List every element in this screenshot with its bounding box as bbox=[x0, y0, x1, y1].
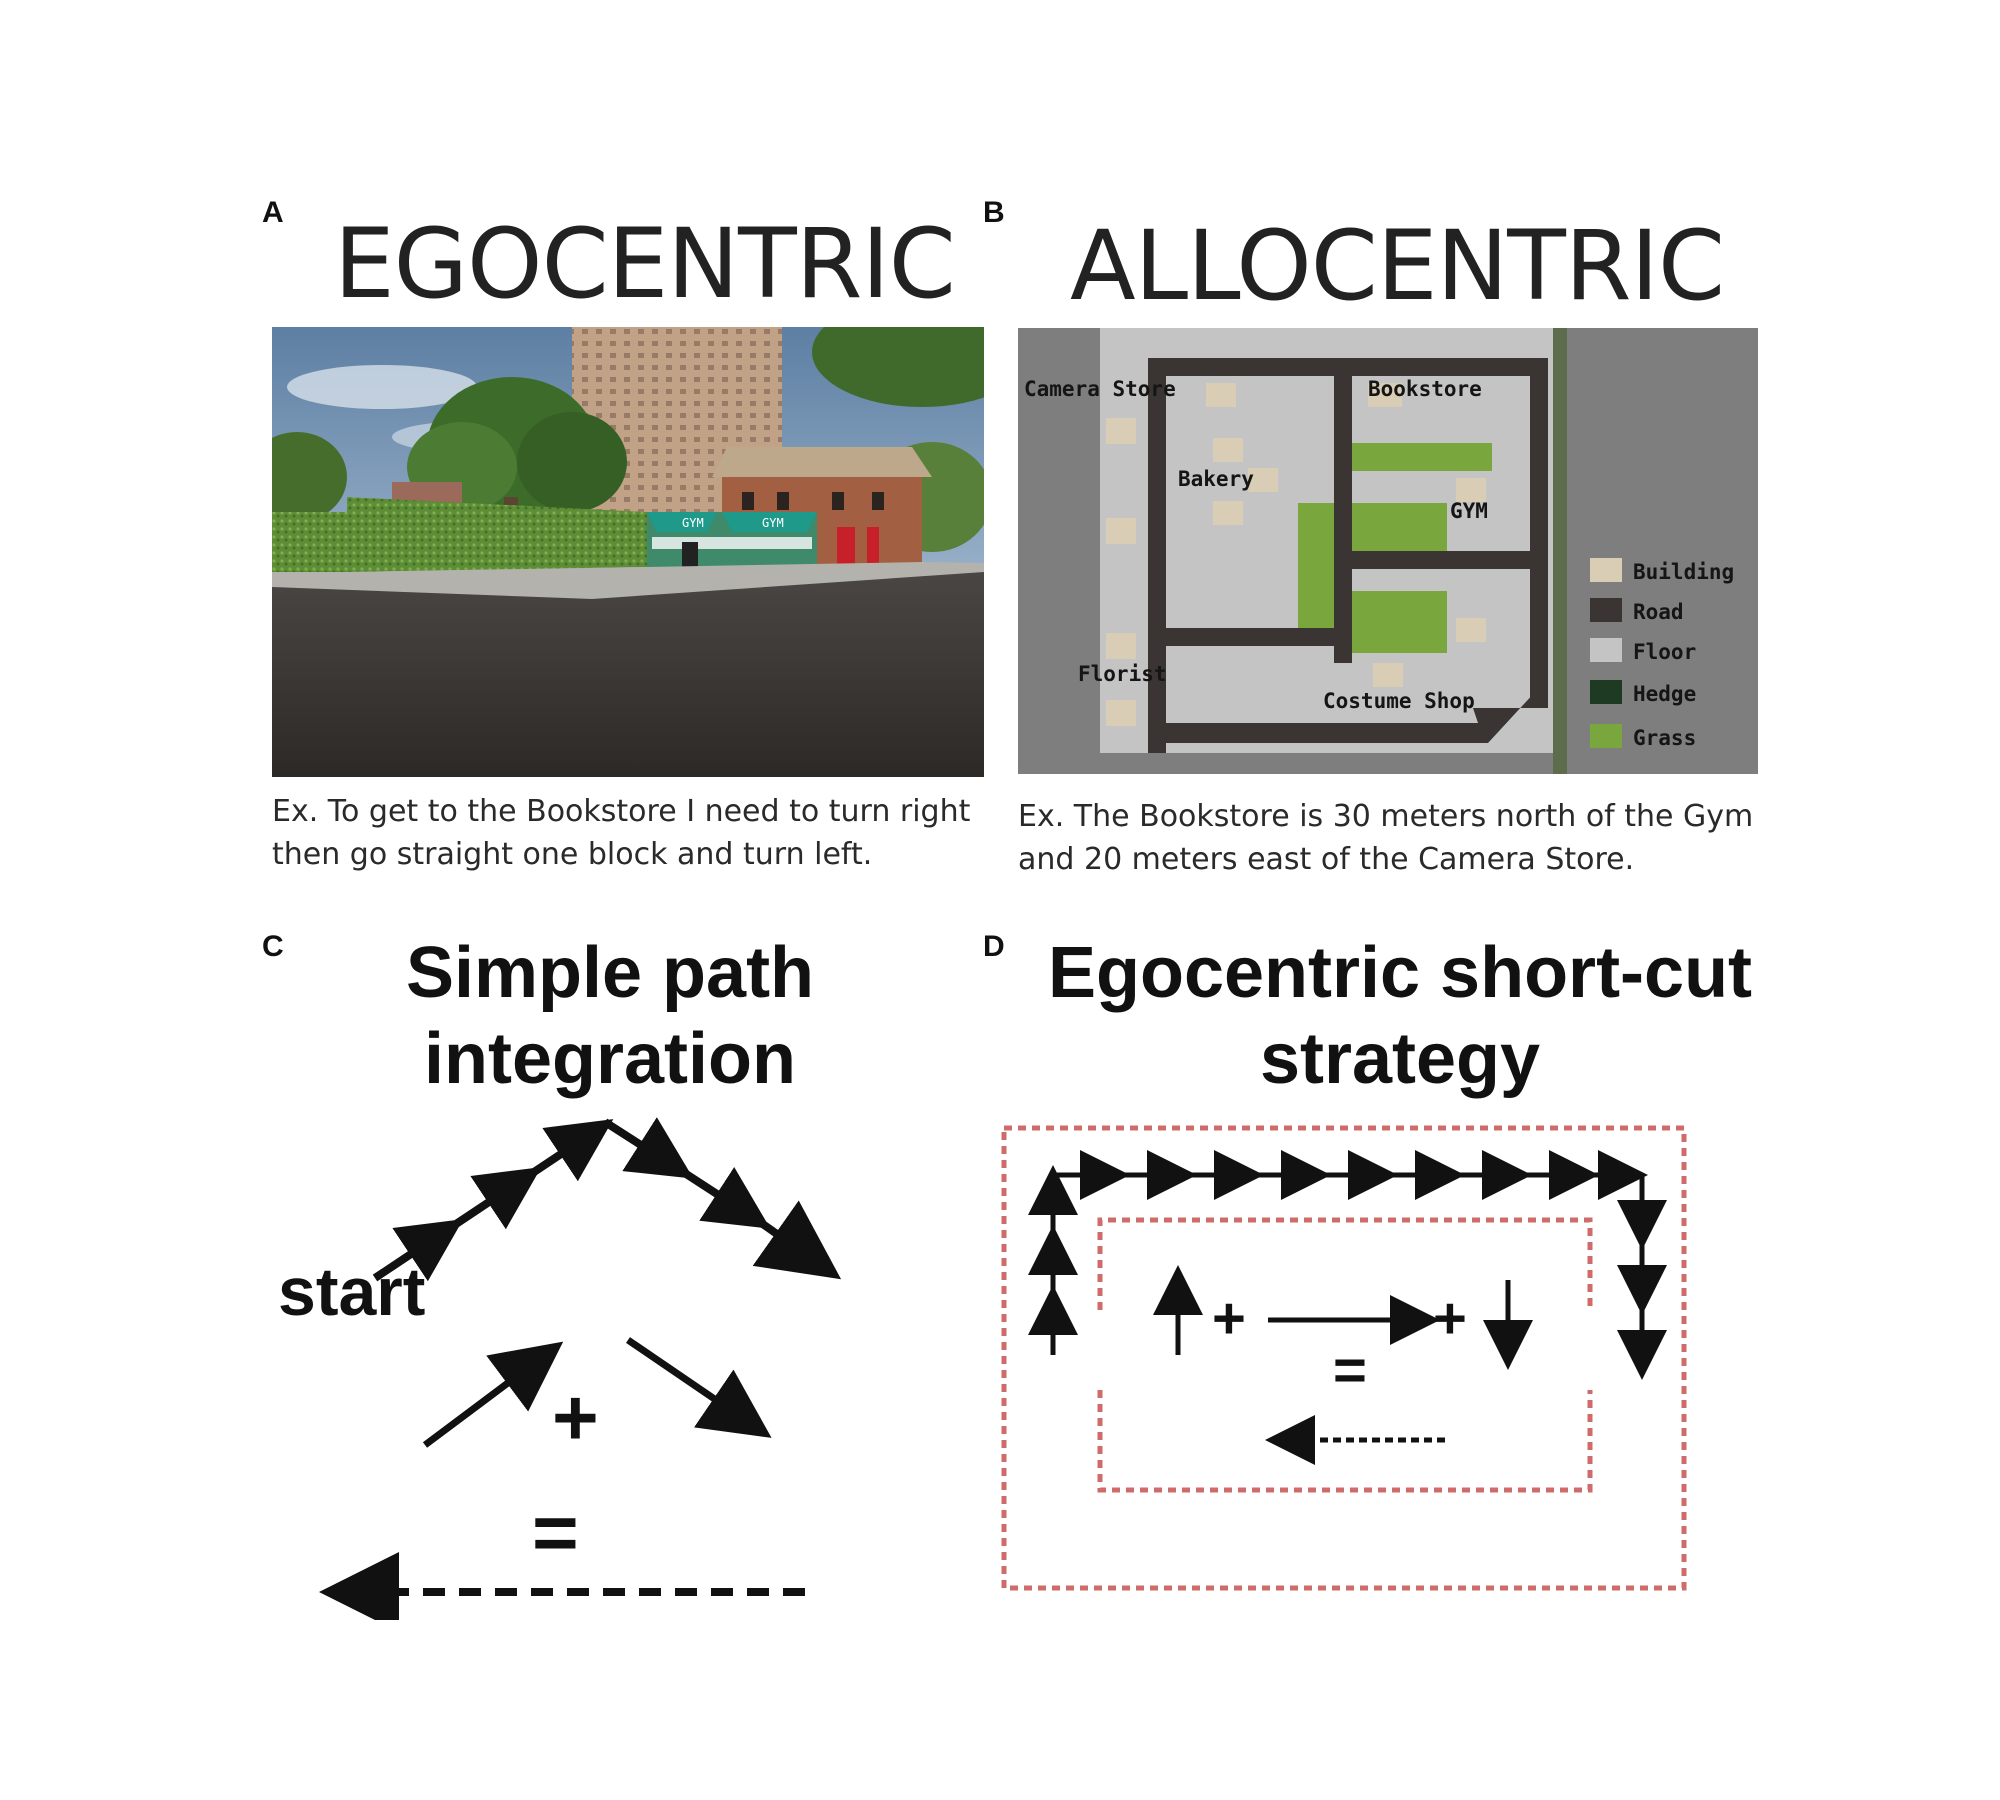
panel-b-title: ALLOCENTRIC bbox=[1070, 210, 1725, 322]
outer-dotted-boundary bbox=[1001, 1125, 1687, 1591]
map-legend: Building Road Floor Hedge Grass bbox=[1590, 558, 1734, 750]
panel-d-title-line-2: strategy bbox=[1259, 1019, 1541, 1099]
panel-c-letter: C bbox=[262, 930, 284, 963]
panel-c-title: Simple path integration bbox=[360, 930, 860, 1102]
panel-b-caption-line-1: Ex. The Bookstore is 30 meters north of … bbox=[1018, 799, 1754, 834]
map-label-bakery: Bakery bbox=[1178, 467, 1254, 491]
map-label-bookstore: Bookstore bbox=[1368, 377, 1482, 401]
outbound-path-segment-1 bbox=[372, 1119, 614, 1282]
gym-sign-left: GYM bbox=[682, 516, 704, 530]
panel-a-title: EGOCENTRIC bbox=[334, 208, 956, 320]
plus-sign-d-1: + bbox=[1212, 1286, 1246, 1351]
vector-component-up-arrow bbox=[422, 1341, 564, 1448]
path-integration-diagram: start + = bbox=[278, 1117, 842, 1620]
panel-a-caption-line-1: Ex. To get to the Bookstore I need to tu… bbox=[272, 794, 971, 829]
outbound-path-segment-2 bbox=[602, 1117, 842, 1280]
allocentric-map-image: Camera Store Bookstore Bakery GYM Floris… bbox=[1018, 328, 1758, 774]
legend-label-road: Road bbox=[1633, 600, 1684, 624]
panel-b-caption: Ex. The Bookstore is 30 meters north of … bbox=[1018, 795, 1778, 881]
map-label-camera-store: Camera Store bbox=[1024, 377, 1176, 401]
start-label: start bbox=[278, 1254, 425, 1330]
shortcut-strategy-diagram: + + = bbox=[1001, 1125, 1687, 1591]
legend-swatch-floor bbox=[1590, 638, 1622, 662]
panel-a-caption: Ex. To get to the Bookstore I need to tu… bbox=[272, 790, 992, 876]
panel-d-letter: D bbox=[983, 930, 1005, 963]
panel-d-title-line-1: Egocentric short-cut bbox=[1047, 933, 1753, 1013]
panel-c-title-line-2: integration bbox=[424, 1019, 796, 1099]
plus-sign-c: + bbox=[552, 1373, 599, 1462]
legend-swatch-grass bbox=[1590, 724, 1622, 748]
equals-sign-d: = bbox=[1333, 1338, 1367, 1403]
map-label-gym: GYM bbox=[1450, 499, 1488, 523]
legend-label-floor: Floor bbox=[1633, 640, 1696, 664]
legend-swatch-road bbox=[1590, 598, 1622, 622]
panel-b-caption-line-2: and 20 meters east of the Camera Store. bbox=[1018, 842, 1635, 877]
map-label-costume-shop: Costume Shop bbox=[1323, 689, 1475, 713]
legend-label-building: Building bbox=[1633, 560, 1734, 584]
panel-a-letter: A bbox=[262, 196, 284, 229]
panel-c-title-line-1: Simple path bbox=[405, 933, 815, 1013]
legend-label-hedge: Hedge bbox=[1633, 682, 1696, 706]
vector-component-down-arrow bbox=[626, 1337, 772, 1438]
inner-dotted-boundary bbox=[1097, 1217, 1593, 1493]
gym-sign-right: GYM bbox=[762, 516, 784, 530]
equals-sign-c: = bbox=[532, 1488, 579, 1577]
plus-sign-d-2: + bbox=[1433, 1286, 1467, 1351]
panel-b-letter: B bbox=[983, 196, 1005, 229]
legend-swatch-hedge bbox=[1590, 680, 1622, 704]
panel-d-title: Egocentric short-cut strategy bbox=[1020, 930, 1780, 1102]
egocentric-scene-image: GYM GYM bbox=[272, 327, 984, 777]
map-label-florist: Florist bbox=[1078, 662, 1167, 686]
legend-label-grass: Grass bbox=[1633, 726, 1696, 750]
panel-a-caption-line-2: then go straight one block and turn left… bbox=[272, 837, 873, 872]
legend-swatch-building bbox=[1590, 558, 1622, 582]
